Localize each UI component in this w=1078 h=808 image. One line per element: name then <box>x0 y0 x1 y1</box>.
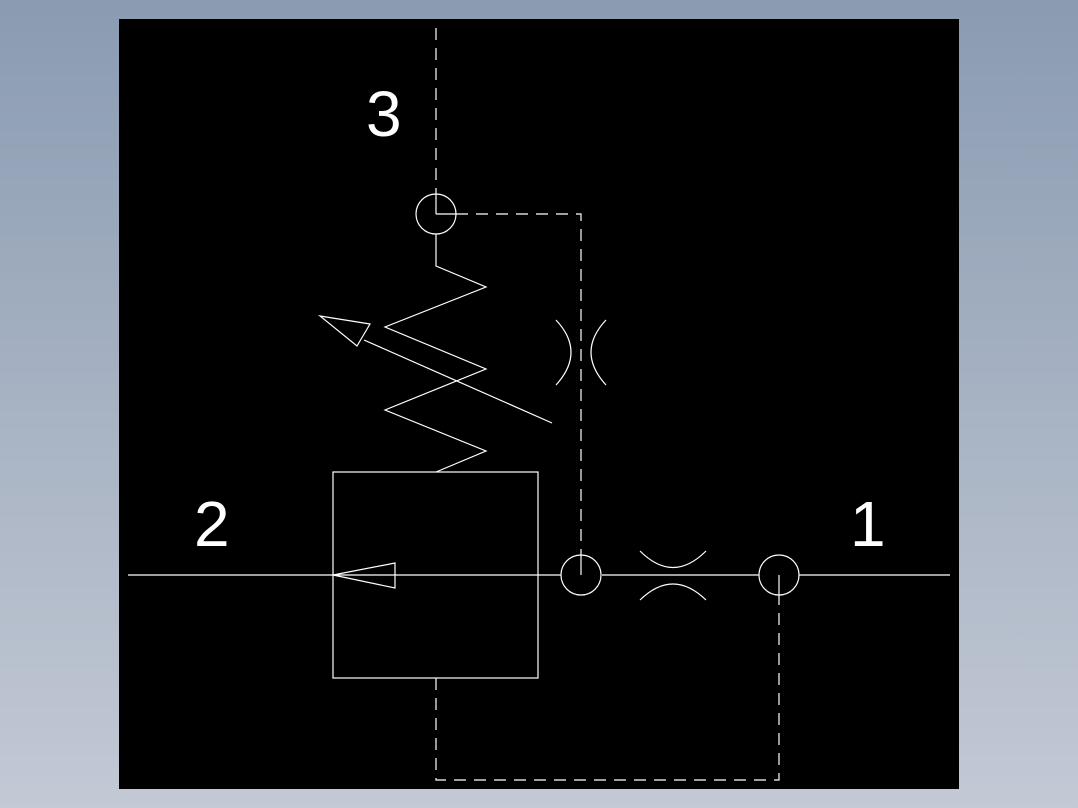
flow-arrow-icon <box>332 562 396 589</box>
pilot-orifice-right-icon <box>590 319 607 386</box>
port-label-1: 1 <box>850 488 886 560</box>
spring-icon <box>383 234 488 473</box>
pilot-line-lower <box>435 595 780 781</box>
main-orifice-bottom-icon <box>639 583 707 601</box>
adjustment-arrow-shaft <box>363 339 553 424</box>
drawing-area <box>119 19 959 789</box>
main-orifice-top-icon <box>639 550 707 569</box>
pilot-orifice-left-icon <box>555 319 572 386</box>
pilot-line-upper <box>456 213 582 555</box>
port-label-3: 3 <box>366 78 402 150</box>
adjustment-arrow-head-icon <box>317 315 371 347</box>
port-label-2: 2 <box>194 488 230 560</box>
